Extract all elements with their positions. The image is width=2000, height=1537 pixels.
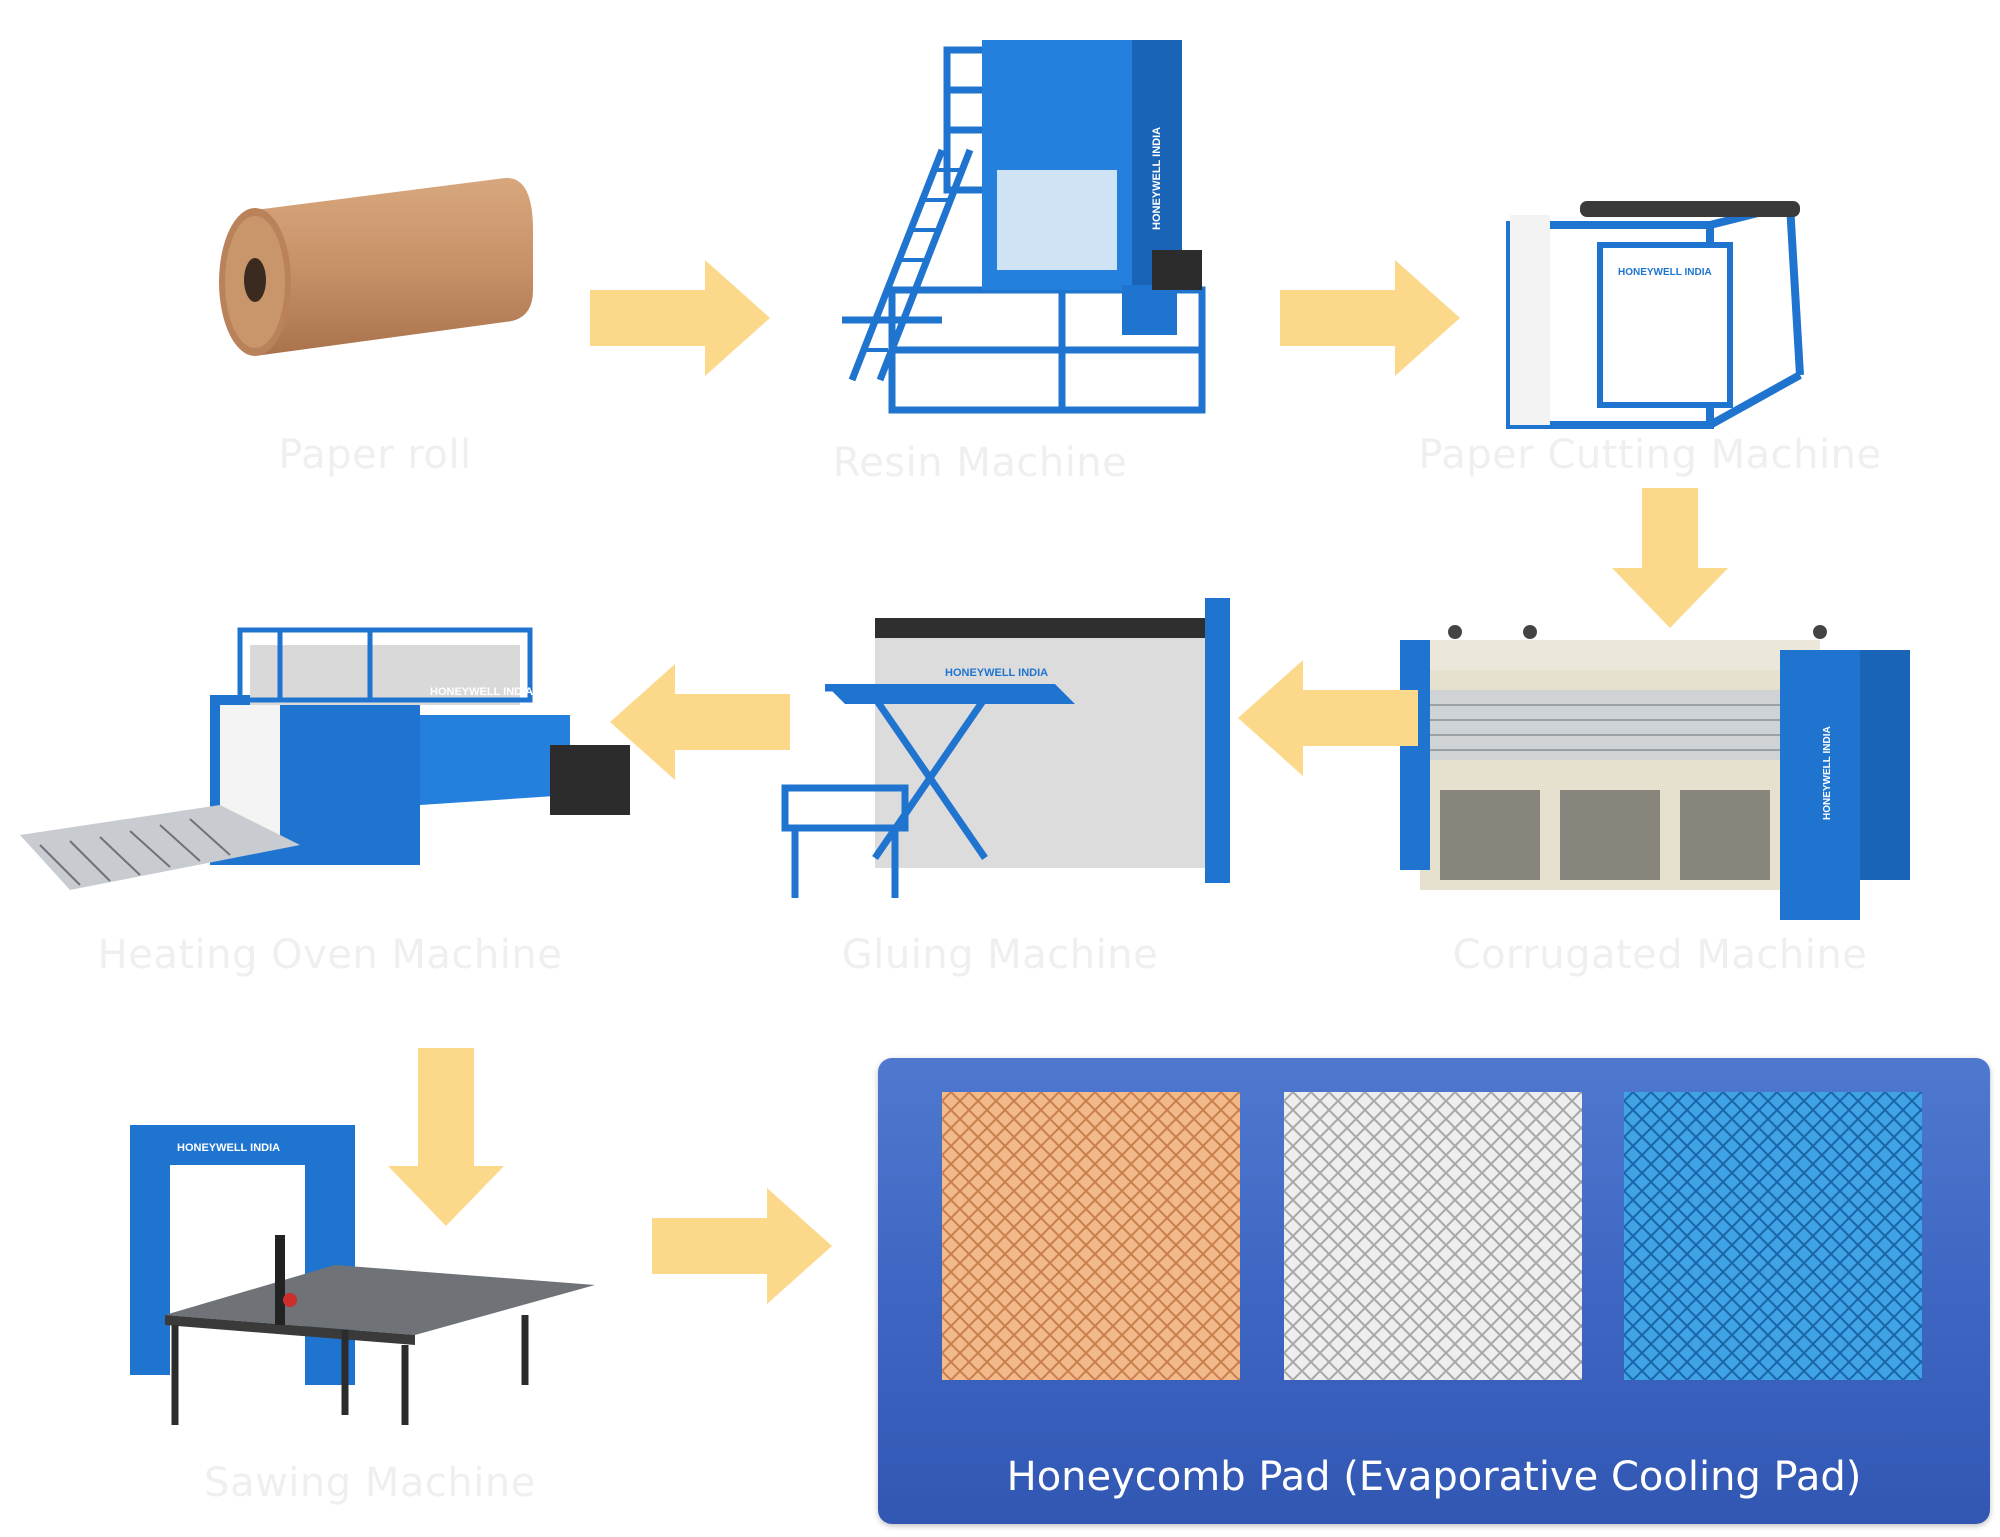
honeycomb-pad-orange [942,1092,1240,1380]
gluing-brand-text: HONEYWELL INDIA [945,667,1048,679]
step-label-corrugated: Corrugated Machine [1452,932,1868,978]
heating-oven-machine-image: HONEYWELL INDIA [10,605,645,905]
step-label-sawing: Sawing Machine [204,1460,536,1506]
gluing-machine-image: HONEYWELL INDIA [765,598,1235,908]
step-label-paper-roll: Paper roll [278,432,472,478]
resin-machine-image: HONEYWELL INDIA [832,20,1232,425]
arrow-right-icon [1280,260,1460,376]
step-label-paper-cutting: Paper Cutting Machine [1418,432,1882,478]
paper-cutting-machine-image: HONEYWELL INDIA [1490,195,1815,430]
cutting-brand-text: HONEYWELL INDIA [1618,267,1712,278]
product-caption: Honeycomb Pad (Evaporative Cooling Pad) [1006,1454,1862,1500]
corrugated-brand-text: HONEYWELL INDIA [1822,726,1833,820]
arrow-right-icon [590,260,770,376]
arrow-left-icon [1238,660,1418,776]
oven-brand-text: HONEYWELL INDIA [430,686,533,698]
step-label-resin: Resin Machine [832,440,1128,486]
sawing-machine-image: HONEYWELL INDIA [125,1115,605,1435]
step-label-heating-oven: Heating Oven Machine [97,932,563,978]
corrugated-machine-image: HONEYWELL INDIA [1400,610,1920,930]
honeycomb-pad-white [1284,1092,1582,1380]
arrow-down-icon [388,1048,504,1226]
step-label-gluing: Gluing Machine [841,932,1159,978]
paper-roll-image [215,170,535,360]
arrow-down-icon [1612,488,1728,628]
arrow-right-icon [652,1188,832,1304]
honeycomb-pad-blue [1624,1092,1922,1380]
sawing-brand-text: HONEYWELL INDIA [177,1142,280,1154]
resin-brand-text: HONEYWELL INDIA [1151,127,1163,230]
arrow-left-icon [610,664,790,780]
product-panel: Honeycomb Pad (Evaporative Cooling Pad) [878,1058,1990,1524]
